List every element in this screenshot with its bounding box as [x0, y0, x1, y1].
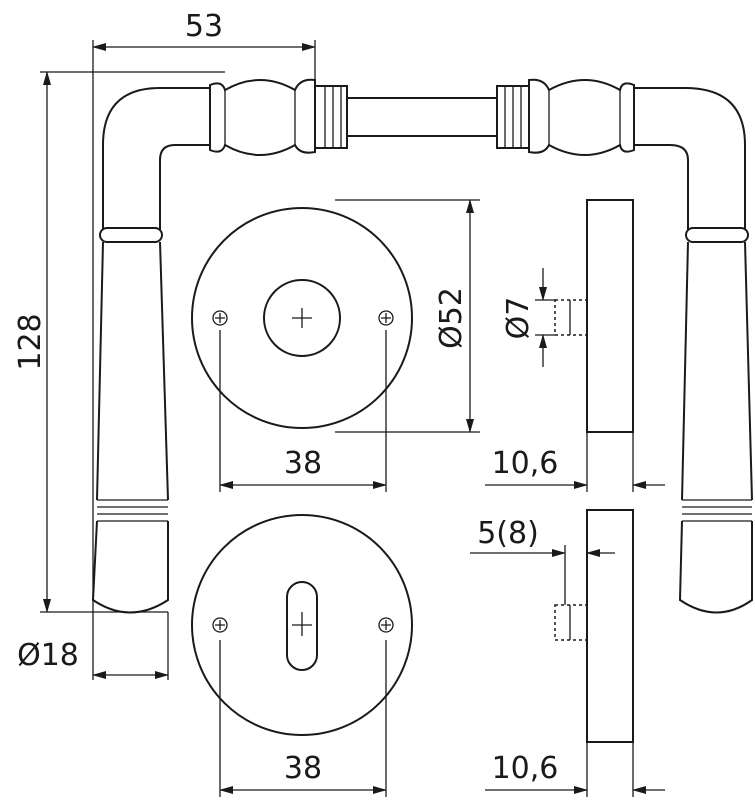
right-lever-handle [496, 78, 753, 614]
spindle-bar [346, 97, 498, 137]
dim-label-10-6-top: 10,6 [492, 446, 559, 481]
extension-lines [40, 40, 634, 797]
screw-icon [378, 617, 394, 633]
dim-label-38-top: 38 [284, 446, 322, 481]
dim-label-diameter-18: Ø18 [17, 638, 79, 673]
dim-label-38-bottom: 38 [284, 751, 322, 786]
dimension-lines [43, 43, 665, 794]
dim-label-diameter-52: Ø52 [434, 287, 469, 349]
screw-icon [212, 310, 228, 326]
dim-label-128: 128 [13, 313, 48, 370]
top-rosette-front-view [191, 207, 413, 429]
dim-label-5-8: 5(8) [477, 516, 539, 551]
dim-label-10-6-bottom: 10,6 [492, 751, 559, 786]
rosette-side-views [554, 199, 634, 743]
dim-label-53: 53 [185, 9, 223, 44]
grip-rings [97, 499, 168, 522]
screw-icon [212, 617, 228, 633]
dim-label-diameter-7: Ø7 [501, 297, 536, 340]
left-lever-handle [91, 78, 348, 614]
screw-icon [378, 310, 394, 326]
bottom-rosette-keyhole-view [191, 514, 413, 736]
